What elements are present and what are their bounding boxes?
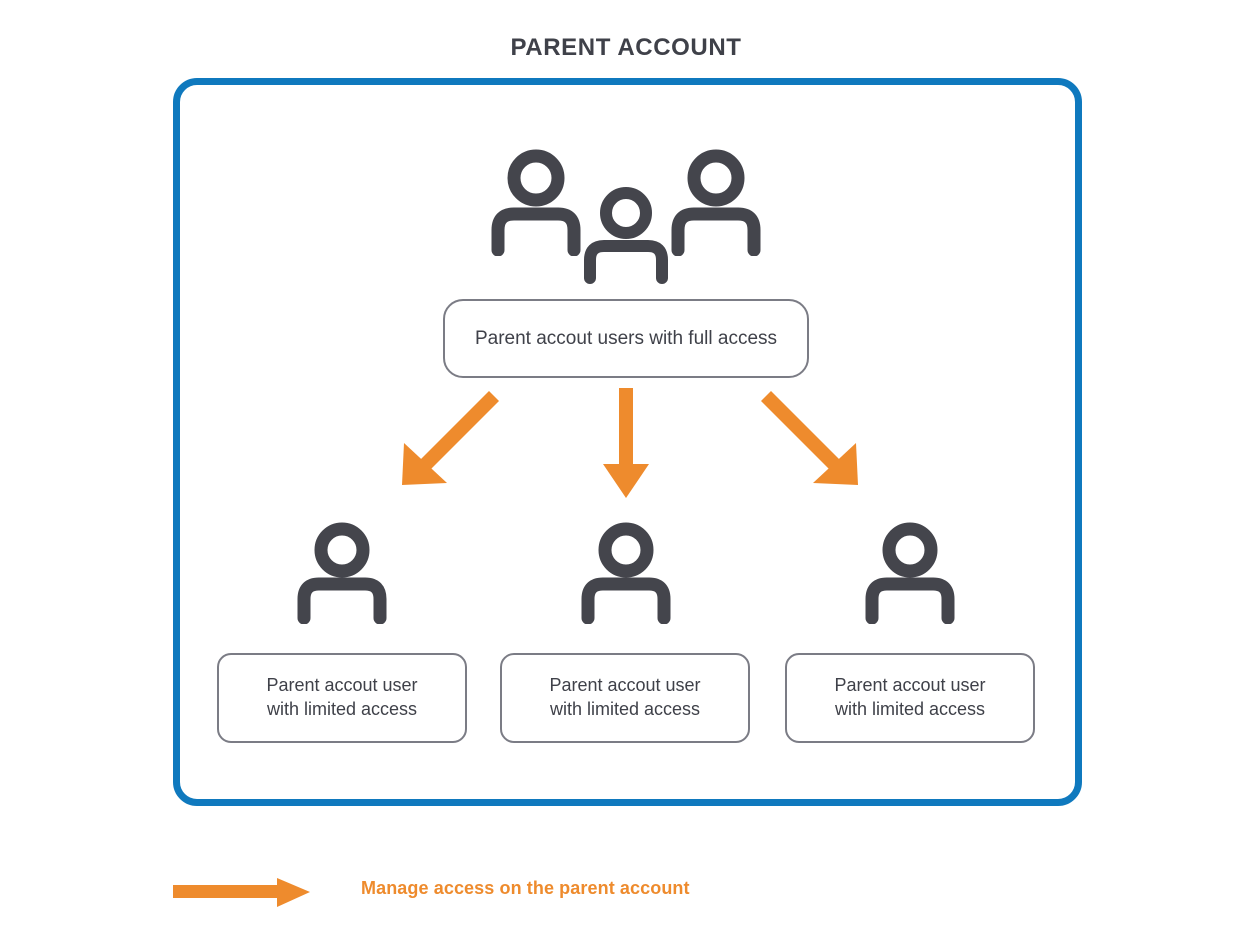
limited-access-label-3-line1: Parent accout user <box>834 675 986 696</box>
limited-access-label-2-line1: Parent accout user <box>549 675 701 696</box>
arrow-down <box>603 388 649 498</box>
people-group-icon <box>486 146 766 284</box>
limited-access-label-box-1: Parent accout user with limited access <box>217 653 467 743</box>
people-group-person-left <box>486 146 586 256</box>
limited-access-label-box-2: Parent accout user with limited access <box>500 653 750 743</box>
limited-access-label-1-line1: Parent accout user <box>266 675 418 696</box>
legend-label: Manage access on the parent account <box>361 878 690 898</box>
limited-access-label-3-line2: with limited access <box>834 699 986 719</box>
limited-access-label-1-line2: with limited access <box>266 699 418 719</box>
limited-access-label-box-3: Parent accout user with limited access <box>785 653 1035 743</box>
arrow-down-left <box>402 391 499 485</box>
page-title: PARENT ACCOUNT <box>510 34 742 61</box>
people-group-person-middle <box>578 182 674 284</box>
arrow-down-right <box>761 391 858 485</box>
person-icon-3 <box>862 520 958 625</box>
person-icon-2 <box>578 520 674 625</box>
limited-access-label-2-line2: with limited access <box>549 699 701 719</box>
full-access-label: Parent accout users with full access <box>474 327 778 349</box>
legend-arrow-icon <box>173 878 310 907</box>
legend: Manage access on the parent account <box>173 866 873 920</box>
people-group-person-right <box>666 146 766 256</box>
full-access-label-box: Parent accout users with full access <box>443 299 809 378</box>
person-icon-1 <box>294 520 390 625</box>
